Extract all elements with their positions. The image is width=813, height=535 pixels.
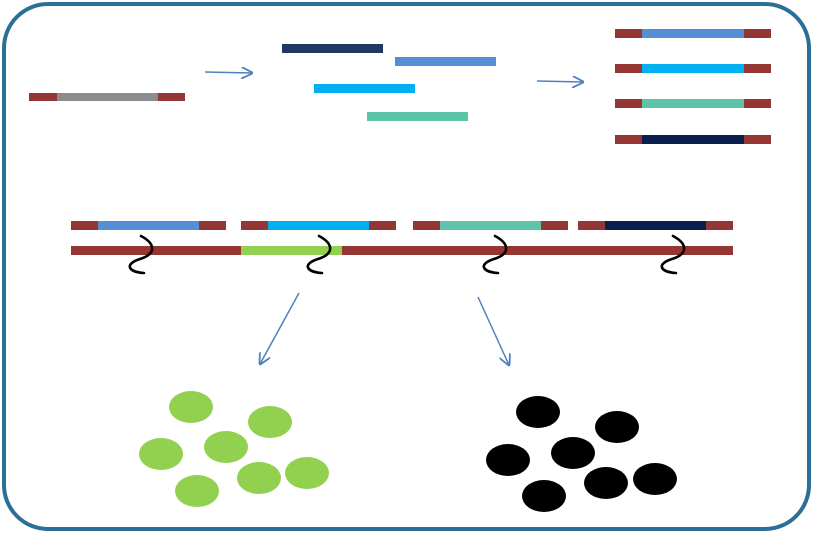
- bead: [248, 406, 292, 438]
- library-adapter-right: [744, 135, 771, 144]
- target-region: [241, 246, 342, 255]
- bead: [522, 480, 566, 512]
- probe-link-squiggle: [482, 234, 508, 275]
- probe-insert: [440, 221, 541, 230]
- bead: [595, 411, 639, 443]
- bead: [139, 438, 183, 470]
- library-insert: [642, 64, 744, 73]
- library-construct: [615, 29, 771, 38]
- library-adapter-right: [744, 29, 771, 38]
- library-adapter-left: [615, 135, 642, 144]
- library-construct: [615, 135, 771, 144]
- library-insert: [642, 29, 744, 38]
- bead: [237, 462, 281, 494]
- probe-adapter-left: [71, 221, 98, 230]
- probe-adapter-right: [199, 221, 226, 230]
- probe-adapter-left: [578, 221, 605, 230]
- bead: [204, 431, 248, 463]
- arrow-to-fragments: [204, 72, 252, 73]
- bead: [169, 391, 213, 423]
- probe-adapter-right: [541, 221, 568, 230]
- library-adapter-left: [615, 99, 642, 108]
- probe-adapter-left: [413, 221, 440, 230]
- hybrid-capture-row: [71, 221, 733, 275]
- bead: [486, 444, 530, 476]
- arrow-to-library: [536, 81, 583, 82]
- source-adapter-left: [29, 93, 57, 101]
- probe-adapter-right: [706, 221, 733, 230]
- library-adapter-right: [744, 99, 771, 108]
- arrow-to-uncaptured-beads: [477, 296, 509, 365]
- bead: [175, 475, 219, 507]
- probe-insert: [98, 221, 199, 230]
- library-adapter-right: [744, 64, 771, 73]
- fragment-cyan: [314, 84, 415, 93]
- library-construct: [615, 64, 771, 73]
- bead: [584, 467, 628, 499]
- source-adapter-right: [158, 93, 185, 101]
- probe-link-squiggle: [128, 234, 154, 275]
- probe-adapter-right: [369, 221, 396, 230]
- fragment-group: [282, 44, 496, 121]
- bead: [551, 437, 595, 469]
- source-dna-strand: [29, 93, 185, 101]
- probe-insert: [268, 221, 369, 230]
- library-construct: [615, 99, 771, 108]
- library-adapter-left: [615, 29, 642, 38]
- bead: [633, 463, 677, 495]
- probe-insert: [605, 221, 706, 230]
- library-insert: [642, 99, 744, 108]
- fragment-medium-blue: [395, 57, 496, 66]
- uncaptured-bead-cluster: [486, 396, 677, 512]
- probe-row: [71, 221, 733, 230]
- arrow-to-captured-beads: [260, 292, 300, 364]
- probe-adapter-left: [241, 221, 268, 230]
- captured-bead-cluster: [139, 391, 329, 507]
- source-template-segment: [57, 93, 158, 101]
- fragment-dark-blue: [282, 44, 383, 53]
- probe-link-squiggle: [306, 234, 332, 275]
- genomic-strand: [71, 246, 733, 255]
- bead: [285, 457, 329, 489]
- bead: [516, 396, 560, 428]
- fragment-teal: [367, 112, 468, 121]
- library-adapter-left: [615, 64, 642, 73]
- adapter-ligated-library: [615, 29, 771, 144]
- library-insert: [642, 135, 744, 144]
- probe-link-squiggle: [660, 234, 686, 275]
- probe-links: [128, 234, 686, 275]
